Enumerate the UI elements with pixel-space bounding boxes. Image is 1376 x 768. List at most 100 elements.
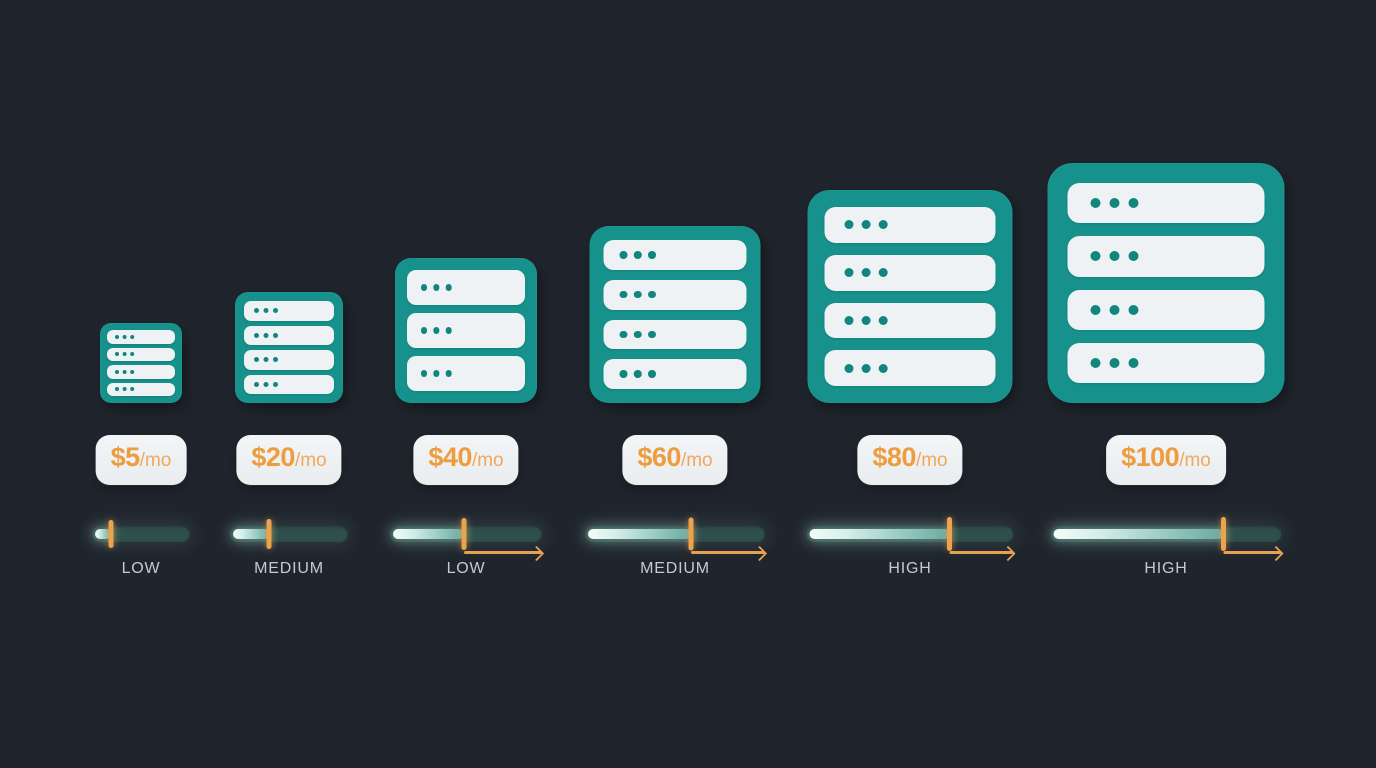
server-row	[107, 347, 175, 361]
arrow-right-icon	[691, 551, 765, 554]
server-row	[407, 356, 525, 391]
capacity-slider[interactable]	[390, 518, 542, 554]
capacity-slider[interactable]	[806, 517, 1014, 554]
price-suffix: /mo	[915, 450, 948, 471]
server-row	[824, 350, 996, 386]
slider-handle[interactable]	[461, 518, 467, 550]
server-leds-icon	[844, 220, 854, 230]
server-row	[244, 301, 334, 321]
tier-level-label: LOW	[121, 560, 161, 577]
slider-fill	[588, 529, 692, 539]
slider-fill	[809, 529, 950, 539]
pricing-tier-1: $5/mo LOW	[81, 0, 201, 768]
price-suffix: /mo	[139, 450, 172, 471]
server-row	[603, 319, 747, 350]
arrow-right-icon	[949, 551, 1014, 554]
server-leds-icon	[115, 369, 120, 374]
server-leds-icon	[1090, 304, 1101, 315]
slider-fill	[233, 529, 269, 539]
server-leds-icon	[1090, 251, 1101, 262]
tier-level-label: MEDIUM	[640, 560, 710, 577]
server-leds-icon	[254, 357, 260, 363]
tier-level-label: MEDIUM	[254, 560, 324, 577]
slider-handle[interactable]	[688, 517, 694, 551]
tier-level-label: HIGH	[888, 560, 932, 577]
server-rows	[824, 207, 996, 386]
server-stack-icon	[1047, 163, 1285, 403]
pricing-tier-6: $100/mo HIGH	[1047, 0, 1285, 768]
capacity-slider[interactable]	[230, 519, 348, 549]
server-stack-icon	[100, 323, 182, 403]
price-badge: $40/mo	[413, 435, 519, 485]
server-row	[824, 207, 996, 243]
price-badge: $100/mo	[1106, 435, 1226, 485]
server-leds-icon	[254, 381, 260, 387]
server-rows	[603, 240, 747, 389]
server-leds-icon	[115, 387, 120, 392]
server-row	[1067, 183, 1265, 224]
server-leds-icon	[844, 315, 854, 325]
price-amount: $60	[637, 442, 681, 472]
server-leds-icon	[115, 352, 120, 357]
server-leds-icon	[1090, 357, 1101, 368]
server-leds-icon	[420, 327, 428, 334]
server-leds-icon	[115, 334, 120, 339]
server-rows	[407, 270, 525, 391]
tier-level-label: LOW	[446, 560, 486, 577]
server-leds-icon	[844, 268, 854, 278]
server-stack-icon	[807, 190, 1013, 403]
pricing-tier-5: $80/mo HIGH	[805, 0, 1015, 768]
server-row	[824, 254, 996, 291]
server-row	[603, 359, 747, 389]
server-row	[1067, 289, 1265, 330]
server-row	[1067, 236, 1265, 277]
server-row	[244, 325, 334, 345]
price-amount: $40	[428, 442, 472, 472]
slider-fill	[393, 529, 465, 539]
pricing-tier-3: $40/mo LOW	[386, 0, 546, 768]
server-row	[107, 330, 175, 344]
slider-handle[interactable]	[1221, 517, 1227, 551]
price-badge: $20/mo	[236, 435, 342, 485]
tier-level-label: HIGH	[1144, 560, 1188, 577]
price-suffix: /mo	[1179, 450, 1211, 471]
pricing-tier-4: $60/mo MEDIUM	[582, 0, 768, 768]
pricing-tier-2: $20/mo MEDIUM	[219, 0, 359, 768]
server-row	[407, 270, 525, 305]
slider-fill	[1053, 529, 1224, 539]
price-badge: $5/mo	[95, 435, 187, 485]
server-row	[603, 240, 747, 270]
server-row	[824, 302, 996, 339]
server-leds-icon	[1090, 198, 1101, 209]
capacity-slider[interactable]	[585, 517, 765, 554]
server-leds-icon	[254, 308, 260, 314]
price-amount: $100	[1121, 442, 1180, 472]
server-leds-icon	[619, 251, 628, 259]
server-row	[244, 350, 334, 370]
server-stack-icon	[235, 292, 343, 403]
server-row	[107, 382, 175, 396]
capacity-slider[interactable]	[92, 520, 190, 548]
price-badge: $60/mo	[622, 435, 728, 485]
slider-handle[interactable]	[266, 519, 272, 549]
server-rows	[1067, 183, 1265, 383]
server-leds-icon	[619, 330, 628, 339]
server-rows	[107, 330, 175, 396]
server-rows	[244, 301, 334, 394]
server-leds-icon	[844, 363, 854, 373]
price-suffix: /mo	[294, 450, 327, 471]
server-row	[244, 374, 334, 394]
server-row	[1067, 342, 1265, 383]
server-leds-icon	[254, 332, 260, 338]
price-suffix: /mo	[680, 450, 713, 471]
server-leds-icon	[420, 284, 428, 291]
slider-handle[interactable]	[108, 520, 114, 548]
price-amount: $80	[872, 442, 916, 472]
arrow-right-icon	[464, 551, 542, 554]
server-leds-icon	[420, 370, 428, 377]
price-amount: $5	[110, 442, 141, 472]
capacity-slider[interactable]	[1050, 517, 1282, 554]
server-leds-icon	[619, 290, 628, 299]
slider-handle[interactable]	[946, 517, 952, 551]
